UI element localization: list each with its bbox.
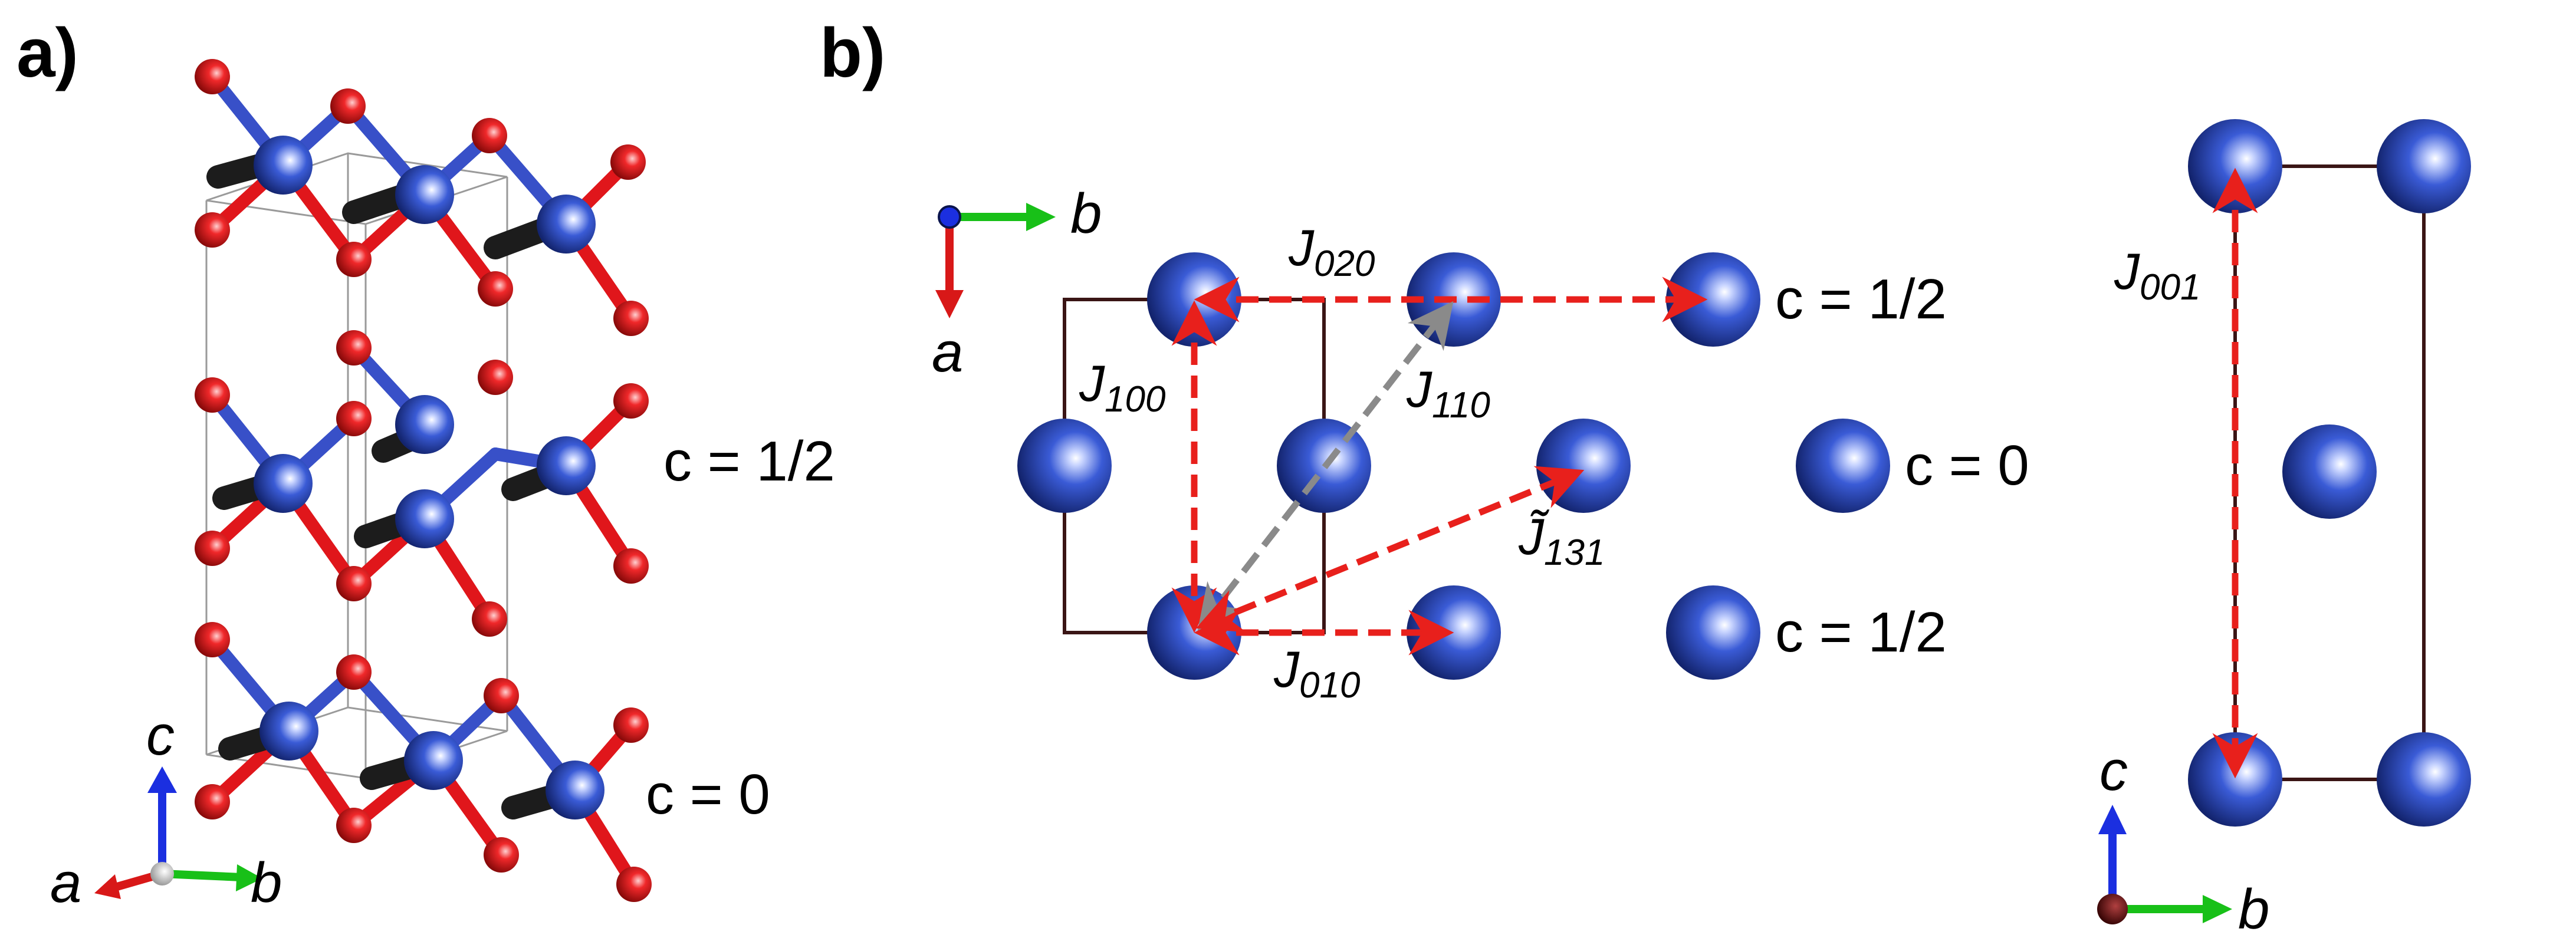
panel-a: a)	[17, 14, 835, 914]
panel-b-coupling-arrows	[1171, 276, 1708, 656]
panel-c: J001 c b	[2097, 119, 2471, 941]
a-axis-arrow-icon	[935, 290, 964, 318]
label-j001: J001	[2114, 243, 2200, 308]
label-j131: J̃131	[1518, 509, 1605, 573]
b-axis-arrow-icon	[1026, 203, 1056, 231]
c-axis-out-icon	[938, 205, 961, 229]
panel-c-c-axis-label: c	[2099, 739, 2128, 802]
panel-a-b-axis-label: b	[251, 851, 282, 914]
label-j020: J020	[1288, 220, 1375, 284]
panel-c-atoms	[2188, 119, 2471, 827]
b-axis-arrow-icon	[236, 864, 262, 891]
origin-sphere-icon	[150, 862, 174, 886]
panel-b-label: b)	[820, 14, 885, 92]
coupling-arrow-j131	[1195, 466, 1585, 633]
panel-b-a-axis-label: a	[932, 321, 963, 384]
a-axis-arrow-icon	[94, 874, 121, 899]
panel-b-atoms	[1017, 252, 1890, 680]
panel-c-axes: c b	[2097, 739, 2269, 941]
panel-a-layer-label-zero: c = 0	[646, 763, 770, 826]
c-axis-arrow-icon	[147, 766, 177, 793]
label-j110: J110	[1406, 361, 1490, 426]
a-axis-in-icon	[2097, 894, 2128, 924]
panel-a-oxygen-atoms	[195, 59, 652, 902]
panel-a-a-axis-label: a	[50, 851, 81, 914]
panel-a-axes-triad: c a b	[50, 704, 282, 914]
panel-b-axes: b a	[932, 182, 1102, 384]
c-axis-arrow-icon	[2098, 805, 2127, 834]
panel-b-b-axis-label: b	[1070, 182, 1102, 245]
panel-b: b) b a J020 J100	[820, 14, 2029, 706]
panel-b-layer-label-bottom: c = 1/2	[1775, 601, 1947, 664]
panel-b-layer-label-mid: c = 0	[1905, 434, 2029, 497]
b-axis-arrow-icon	[2203, 895, 2232, 923]
panel-b-layer-label-top: c = 1/2	[1775, 268, 1947, 331]
panel-a-metal-atoms	[254, 136, 604, 819]
panel-c-b-axis-label: b	[2238, 878, 2269, 941]
panel-a-c-axis-label: c	[146, 704, 175, 767]
panel-a-label: a)	[17, 14, 78, 92]
label-j010: J010	[1273, 641, 1360, 706]
panel-a-layer-label-half: c = 1/2	[663, 430, 835, 493]
label-j100: J100	[1079, 356, 1165, 420]
